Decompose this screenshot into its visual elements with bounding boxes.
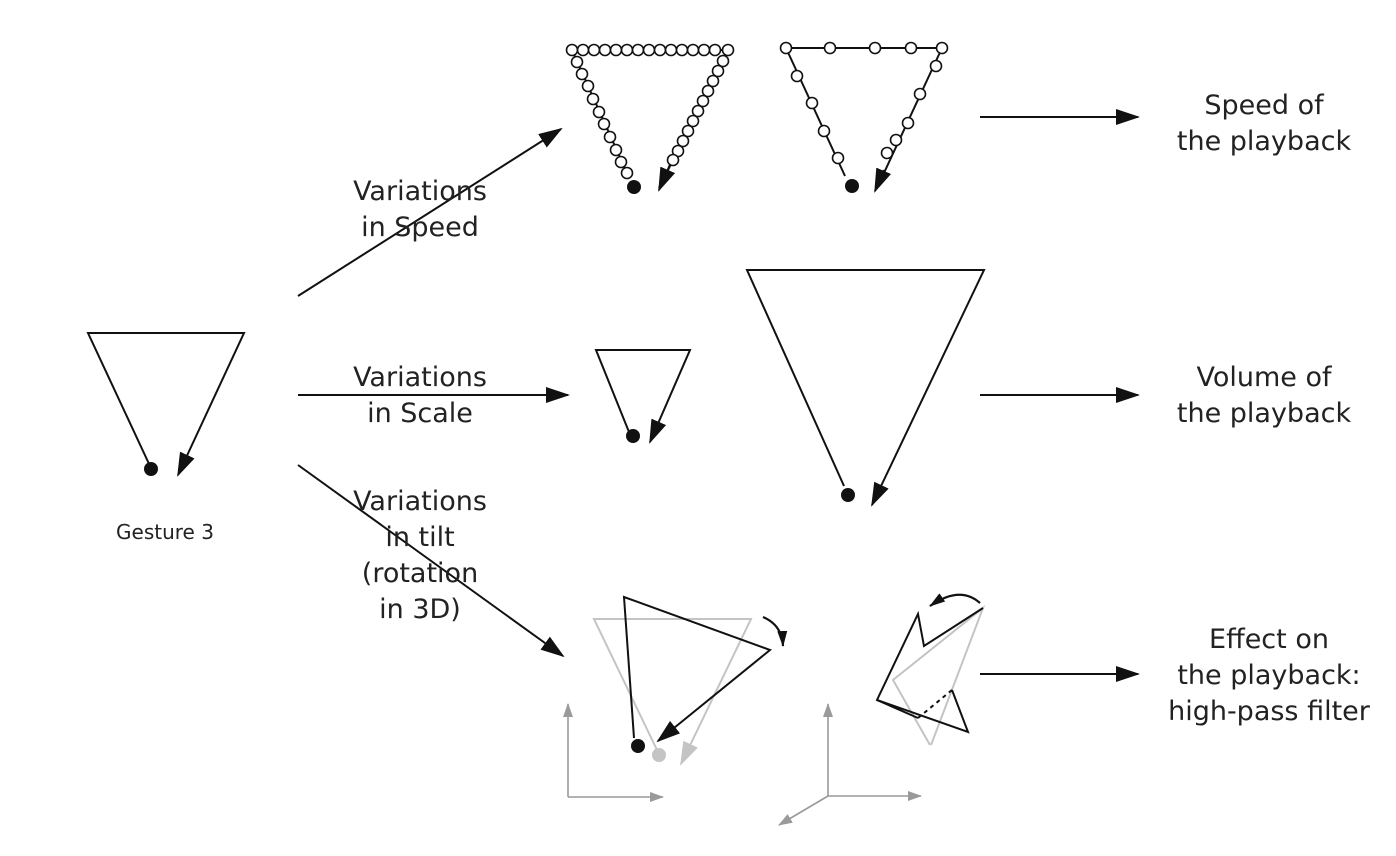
speed-variation-label: Variations in Speed — [353, 176, 487, 243]
filter-effect-label: Effect on the playback: high-pass filter — [1168, 624, 1370, 727]
tilt-branch-arrow — [297, 464, 565, 658]
axes-2d — [563, 703, 664, 802]
volume-effect-label: Volume of the playback — [1176, 362, 1352, 429]
tilt-3d-view — [875, 593, 986, 746]
gesture-label: Gesture 3 — [116, 520, 214, 544]
speed-branch-arrow — [297, 127, 563, 297]
large-scale-triangle — [745, 269, 986, 507]
speed-effect-label: Speed of the playback — [1176, 90, 1352, 157]
fast-gesture-triangle — [779, 41, 949, 193]
gesture-3-triangle — [86, 332, 246, 477]
tilt-original-triangle — [592, 618, 753, 766]
axes-3d — [778, 703, 922, 826]
tilt-variation-label: Variations in tilt (rotation in 3D) — [353, 486, 487, 625]
tilt-rotated-triangle — [622, 595, 773, 753]
rotation-arrow-small — [762, 615, 788, 647]
slow-gesture-triangle — [565, 43, 735, 194]
scale-variation-label: Variations in Scale — [353, 362, 487, 429]
small-scale-triangle — [594, 349, 692, 444]
